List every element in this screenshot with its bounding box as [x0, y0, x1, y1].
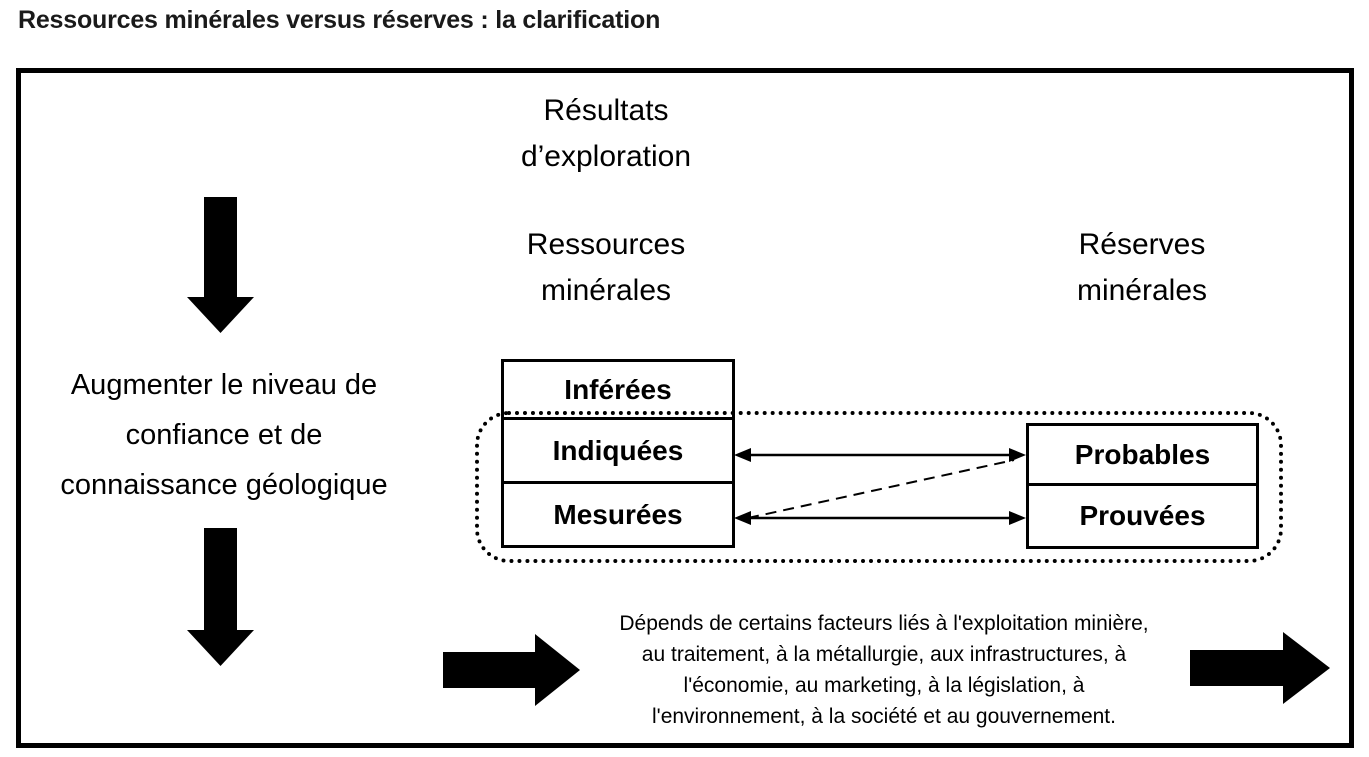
modifying-factors-note: Dépends de certains facteurs liés à l'ex… — [575, 608, 1193, 732]
modifying-factors-line4: l'environnement, à la société et au gouv… — [652, 705, 1116, 728]
header-exploration-results: Résultats d’exploration — [470, 88, 742, 180]
header-reserves-line2: minérales — [1076, 274, 1208, 307]
header-resources-line1: Ressources — [526, 228, 686, 261]
header-mineral-resources: Ressources minérales — [470, 222, 742, 314]
mineral-resources-stack: Inférées Indiquées Mesurées — [501, 359, 735, 548]
header-resources-line2: minérales — [540, 274, 672, 307]
mineral-reserves-stack: Probables Prouvées — [1026, 423, 1259, 549]
page-title: Ressources minérales versus réserves : l… — [18, 6, 661, 34]
reserve-box-prouvees[interactable]: Prouvées — [1026, 486, 1259, 549]
confidence-axis-line1: Augmenter le niveau de — [70, 369, 378, 401]
reserve-box-probables[interactable]: Probables — [1026, 423, 1259, 486]
header-mineral-reserves: Réserves minérales — [1006, 222, 1278, 314]
modifying-factors-line2: au traitement, à la métallurgie, aux inf… — [641, 643, 1127, 666]
header-reserves-line1: Réserves — [1078, 228, 1206, 261]
confidence-axis-line3: connaissance géologique — [60, 469, 388, 501]
header-exploration-line1: Résultats — [543, 94, 669, 127]
convertible-resources-envelope — [475, 411, 1283, 563]
confidence-axis-label: Augmenter le niveau de confiance et de c… — [14, 360, 434, 510]
resource-box-mesurees[interactable]: Mesurées — [501, 484, 735, 548]
modifying-factors-line3: l'économie, au marketing, à la législati… — [683, 674, 1085, 697]
modifying-factors-line1: Dépends de certains facteurs liés à l'ex… — [619, 612, 1149, 635]
confidence-axis-line2: confiance et de — [125, 419, 323, 451]
header-exploration-line2: d’exploration — [520, 140, 692, 173]
resource-box-indiquees[interactable]: Indiquées — [501, 420, 735, 484]
resource-box-inferees[interactable]: Inférées — [501, 359, 735, 420]
